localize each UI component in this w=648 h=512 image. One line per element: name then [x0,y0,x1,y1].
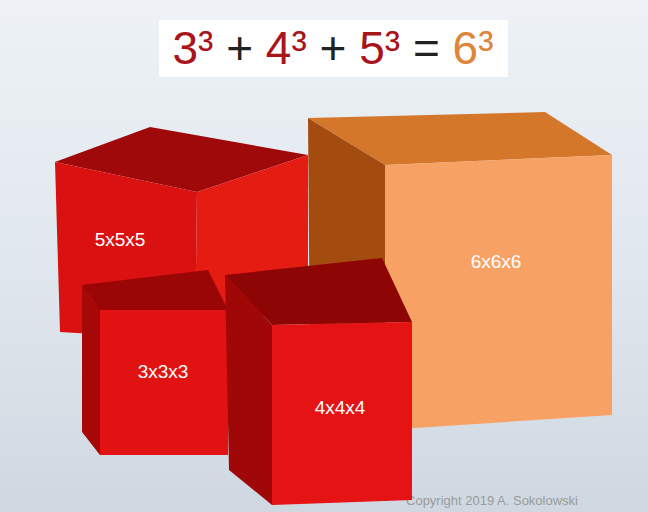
cube-face [82,270,228,310]
cube-label: 5x5x5 [95,230,146,251]
title: 3³ + 4³ + 5³ = 6³ [159,20,508,77]
cube-shape [225,258,412,505]
cube-face [272,322,412,505]
cube-label: 6x6x6 [471,252,522,273]
cube-face [100,310,228,455]
cube: 3x3x3 [82,270,228,455]
copyright-note: Copyright 2019 A. Sokolowski [406,493,578,508]
cube-face [385,155,612,430]
cube-face [82,285,100,455]
cube-label: 4x4x4 [315,398,366,419]
cube: 4x4x4 [225,258,412,505]
cube-face [225,275,272,505]
cube-label: 3x3x3 [138,362,189,383]
